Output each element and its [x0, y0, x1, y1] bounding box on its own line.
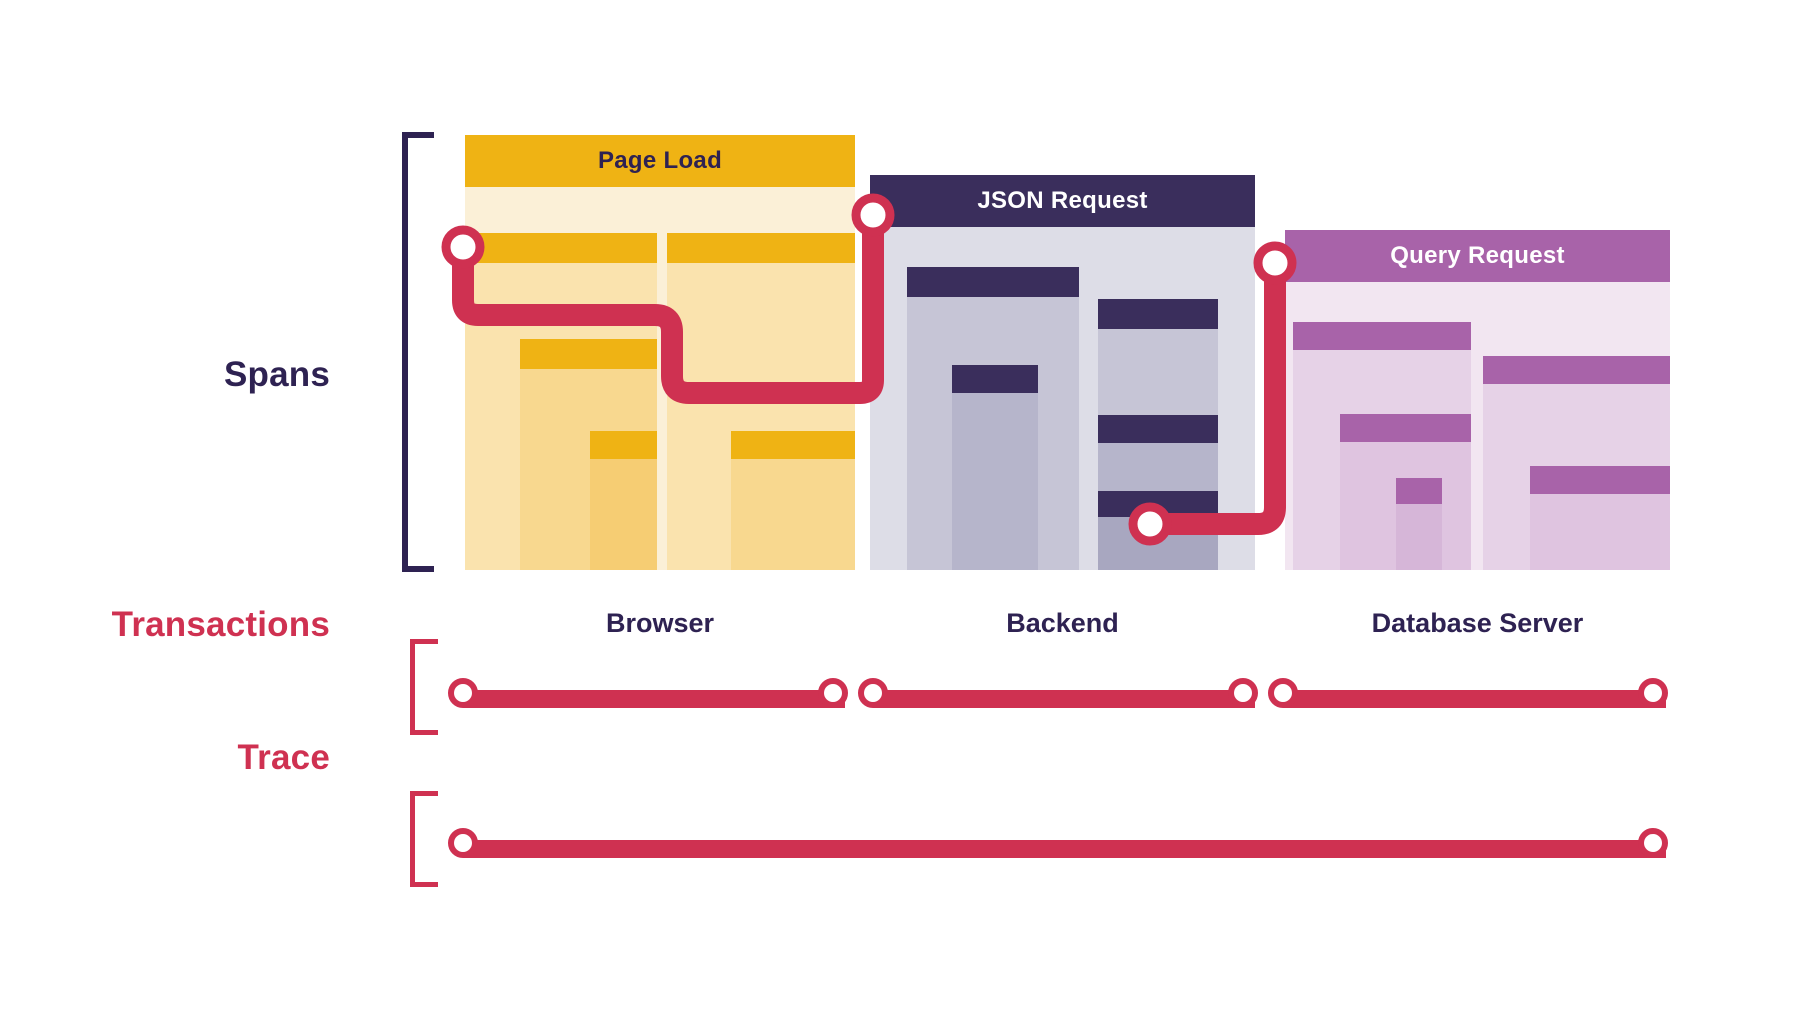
- service-caption-backend: Backend: [1006, 608, 1119, 638]
- span-bar: [590, 431, 657, 459]
- span-bar: [952, 365, 1038, 393]
- span-bar: [1098, 415, 1218, 443]
- span-block: [1098, 491, 1218, 570]
- span-bar: [731, 431, 855, 459]
- span-body-browser: [465, 187, 855, 570]
- span-bar: [1098, 299, 1218, 329]
- row-label-spans: Spans: [223, 355, 330, 394]
- trace-segment[interactable]: [463, 840, 1666, 858]
- trace-dot-start[interactable]: [448, 828, 478, 858]
- service-caption-browser: Browser: [605, 608, 715, 638]
- span-block: [731, 431, 855, 570]
- transaction-segment-backend[interactable]: [873, 690, 1255, 708]
- span-bar: [1293, 322, 1471, 350]
- transaction-dot-database-start[interactable]: [1268, 678, 1298, 708]
- transaction-header-page-load: Page Load: [465, 135, 855, 187]
- service-column-backend: JSON Request: [870, 175, 1255, 570]
- row-label-transactions: Transactions: [111, 605, 330, 644]
- span-block: [590, 431, 657, 570]
- span-bar: [907, 267, 1079, 297]
- service-caption-database: Database Server: [1371, 608, 1584, 638]
- span-bar: [1098, 491, 1218, 517]
- transaction-segment-browser[interactable]: [463, 690, 845, 708]
- span-bar: [667, 233, 855, 263]
- transaction-dot-backend-start[interactable]: [858, 678, 888, 708]
- service-column-browser: Page Load: [465, 135, 855, 570]
- span-bar: [1396, 478, 1442, 504]
- span-bar: [1340, 414, 1471, 442]
- service-column-database: Query Request: [1285, 230, 1670, 570]
- bracket-transactions: [410, 639, 438, 735]
- transaction-segment-database[interactable]: [1283, 690, 1666, 708]
- span-body-backend: [870, 227, 1255, 570]
- span-bar: [520, 339, 657, 369]
- bracket-spans: [402, 132, 434, 572]
- trace-dot-end[interactable]: [1638, 828, 1668, 858]
- span-bar: [1530, 466, 1670, 494]
- transaction-header-json-request: JSON Request: [870, 175, 1255, 227]
- span-block: [952, 365, 1038, 570]
- transaction-header-query-request: Query Request: [1285, 230, 1670, 282]
- span-block: [1530, 466, 1670, 570]
- row-label-trace: Trace: [237, 738, 330, 777]
- bracket-trace: [410, 791, 438, 887]
- transaction-dot-backend-end[interactable]: [1228, 678, 1258, 708]
- transaction-dot-database-end[interactable]: [1638, 678, 1668, 708]
- transaction-dot-browser-end[interactable]: [818, 678, 848, 708]
- span-bar: [1483, 356, 1670, 384]
- span-body-database: [1285, 282, 1670, 570]
- span-bar: [465, 233, 657, 263]
- span-block: [1396, 478, 1442, 570]
- transaction-dot-browser-start[interactable]: [448, 678, 478, 708]
